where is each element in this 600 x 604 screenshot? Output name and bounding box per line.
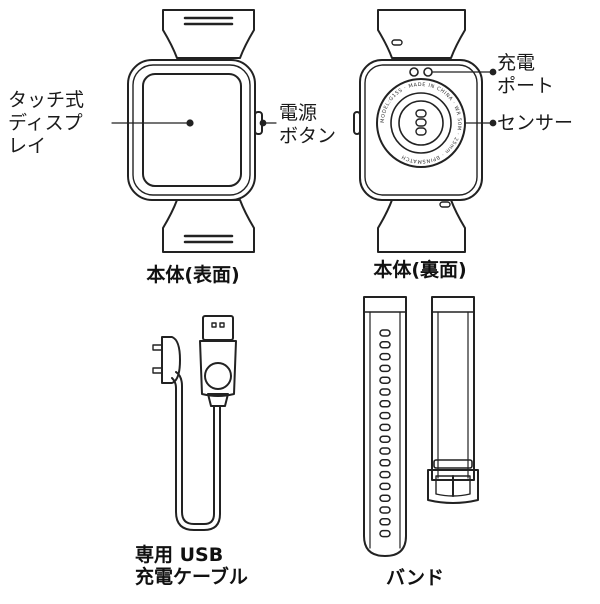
band-hole — [379, 329, 391, 337]
band-hole — [379, 494, 391, 502]
touch-display-line-3: レイ — [8, 135, 47, 157]
back-top-strap — [377, 9, 466, 59]
band-hole — [379, 376, 391, 384]
band-hole — [379, 482, 391, 491]
usb-plug-metal — [202, 315, 234, 341]
usb-plug-housing — [199, 340, 237, 397]
caption-usb-cable: 専用 USB 充電ケーブル — [135, 544, 248, 588]
band-hole — [379, 447, 391, 455]
band-hole — [379, 400, 391, 408]
caption-band: バンド — [386, 567, 444, 589]
band-keeper-loop — [433, 459, 473, 469]
usb-plug-grip — [204, 362, 232, 390]
band-hole — [379, 411, 391, 420]
charging-port-callout: 充電 ポート — [497, 52, 554, 98]
watch-back: MODEL:G15S · MADE IN CHINA · WR 50M · 25… — [353, 9, 497, 253]
touch-display-line-1: タッチ式 — [8, 89, 85, 111]
charging-port-line-1: 充電 — [497, 52, 536, 74]
replacement-band — [363, 296, 479, 557]
charging-pin-right — [423, 67, 433, 77]
band-left-piece — [363, 296, 407, 557]
usb-cable-wire-outer — [175, 371, 215, 525]
sensor-ring-inner — [390, 92, 452, 154]
caption-usb-line-1: 専用 USB — [135, 544, 224, 566]
power-button-line-1: 電源 — [279, 102, 318, 124]
front-case-inner — [132, 64, 251, 196]
band-hole — [379, 529, 391, 538]
band-hole — [379, 388, 391, 396]
back-strap-pin-top — [391, 39, 403, 46]
caption-body-back: 本体(裏面) — [373, 259, 467, 281]
usb-cable-wire-inner — [171, 377, 221, 531]
band-buckle-inner — [435, 475, 471, 497]
band-hole — [379, 470, 391, 479]
band-hole — [379, 435, 391, 443]
magnetic-pin-bottom — [152, 367, 163, 374]
band-buckle — [427, 469, 479, 504]
band-hole — [379, 364, 391, 373]
caption-body-front: 本体(表面) — [146, 264, 240, 286]
band-holes — [379, 329, 391, 538]
charging-pin-left — [409, 67, 419, 77]
usb-plug-hole-right — [219, 322, 225, 328]
touch-display-screen — [142, 73, 242, 187]
sensor-callout-dot — [489, 119, 497, 127]
band-hole — [379, 459, 391, 467]
sensor-callout: センサー — [497, 112, 574, 134]
sensor-window — [398, 100, 444, 146]
power-button-callout: 電源 ボタン — [279, 102, 336, 148]
magnetic-pin-top — [152, 344, 163, 351]
band-hole — [379, 352, 391, 361]
watch-front — [111, 9, 277, 253]
front-bottom-strap — [162, 199, 255, 253]
front-top-strap — [162, 9, 255, 59]
band-hole — [379, 423, 391, 432]
back-strap-pin-bottom — [439, 201, 451, 208]
touch-display-callout: タッチ式 ディスプ レイ — [8, 89, 84, 158]
power-button-line-2: ボタン — [279, 125, 337, 147]
sensor-led-3 — [415, 127, 427, 136]
usb-cable — [152, 315, 237, 531]
band-hole — [379, 518, 391, 526]
charging-port-line-2: ポート — [497, 75, 555, 97]
back-side-button — [353, 111, 361, 135]
usb-strain-relief — [207, 393, 229, 407]
charging-callout-dot — [489, 68, 497, 76]
back-case-inner — [364, 64, 478, 196]
band-hole — [379, 506, 391, 514]
front-case-outer — [127, 59, 256, 201]
sensor-led-1 — [415, 109, 427, 118]
usb-plug-hole-left — [211, 322, 217, 328]
touch-display-line-2: ディスプ — [8, 112, 83, 134]
band-right-piece — [431, 296, 475, 481]
back-ring-text: MODEL:G15S · MADE IN CHINA · WR 50M · 25… — [380, 82, 462, 164]
sensor-led-2 — [415, 118, 427, 127]
band-hole — [379, 341, 391, 349]
magnetic-connector — [161, 336, 181, 384]
caption-usb-line-2: 充電ケーブル — [135, 566, 248, 588]
back-bottom-strap — [377, 199, 466, 253]
